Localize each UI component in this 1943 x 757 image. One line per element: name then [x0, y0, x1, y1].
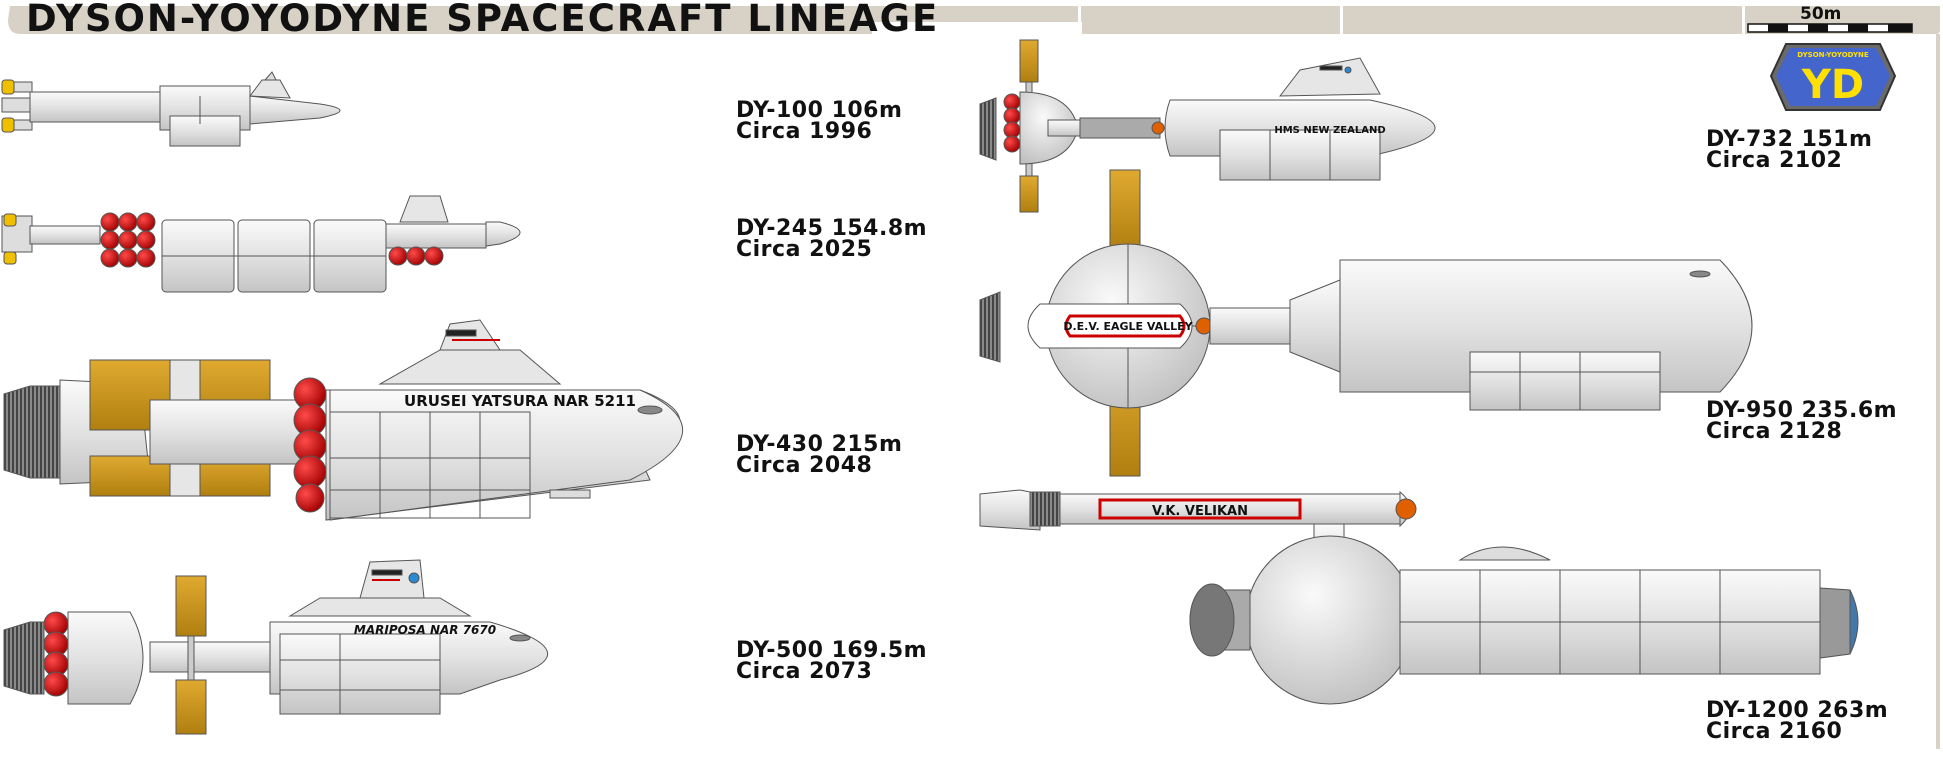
dy-100-model: DY-100 106m	[736, 98, 903, 123]
label-dy-430: DY-430 215m Circa 2048	[736, 432, 903, 478]
dy-1200-model: DY-1200 263m	[1706, 698, 1889, 723]
scale-bar	[1747, 23, 1913, 33]
dy-950-circa: Circa 2128	[1706, 419, 1843, 444]
ship-dy-430: URUSEI YATSURA NAR 5211	[3, 319, 683, 521]
dy-245-model: DY-245 154.8m	[736, 216, 928, 241]
label-dy-245: DY-245 154.8m Circa 2025	[736, 216, 928, 262]
ship-dy-950: D.E.V. EAGLE VALLEY	[979, 169, 1753, 477]
ship-dy-732: HMS NEW ZEALAND	[979, 39, 1436, 213]
dyson-yoyodyne-logo: DYSON-YOYODYNE YD	[1769, 43, 1897, 111]
dy-732-hull-name: HMS NEW ZEALAND	[1274, 125, 1385, 136]
ship-dy-245	[1, 195, 521, 293]
scale-bar-label: 50m	[1800, 4, 1842, 24]
diagram-title: DYSON-YOYODYNE SPACECRAFT LINEAGE	[26, 0, 940, 40]
svg-text:DYSON-YOYODYNE: DYSON-YOYODYNE	[1797, 51, 1869, 59]
label-dy-1200: DY-1200 263m Circa 2160	[1706, 698, 1889, 744]
dy-950-model: DY-950 235.6m	[1706, 398, 1898, 423]
dy-500-circa: Circa 2073	[736, 659, 873, 684]
dy-100-circa: Circa 1996	[736, 119, 873, 144]
dy-430-circa: Circa 2048	[736, 453, 873, 478]
svg-text:YD: YD	[1801, 62, 1864, 108]
ship-dy-1200: V.K. VELIKAN	[979, 489, 1859, 705]
label-dy-732: DY-732 151m Circa 2102	[1706, 127, 1873, 173]
dy-1200-circa: Circa 2160	[1706, 719, 1843, 744]
ship-dy-500: MARIPOSA NAR 7670	[3, 559, 549, 735]
label-dy-950: DY-950 235.6m Circa 2128	[1706, 398, 1898, 444]
dy-430-hull-name: URUSEI YATSURA NAR 5211	[404, 392, 636, 410]
dy-500-hull-name: MARIPOSA NAR 7670	[354, 623, 496, 637]
dy-430-model: DY-430 215m	[736, 432, 903, 457]
title-banner	[8, 6, 1940, 749]
label-dy-500: DY-500 169.5m Circa 2073	[736, 638, 928, 684]
ship-dy-100	[1, 71, 341, 147]
dy-245-circa: Circa 2025	[736, 237, 873, 262]
dy-1200-hull-name: V.K. VELIKAN	[1152, 504, 1248, 519]
dy-950-hull-name: D.E.V. EAGLE VALLEY	[1063, 320, 1193, 333]
dy-732-model: DY-732 151m	[1706, 127, 1873, 152]
label-dy-100: DY-100 106m Circa 1996	[736, 98, 903, 144]
dy-500-model: DY-500 169.5m	[736, 638, 928, 663]
dy-732-circa: Circa 2102	[1706, 148, 1843, 173]
